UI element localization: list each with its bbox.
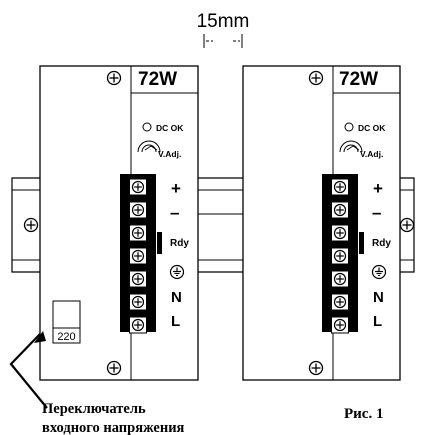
terminal-screw-icon — [330, 224, 350, 242]
rdy-indicator — [359, 232, 364, 254]
terminal-screw-icon — [128, 247, 148, 265]
terminal-label-l: L — [373, 313, 382, 330]
terminal-label-rdy: Rdy — [170, 238, 189, 249]
power-supply-unit-left: 72W DC OK V.Adj. + – Rdy — [39, 65, 199, 381]
switch-caption-line2: входного напряжения — [42, 420, 185, 435]
callout-arrow — [9, 331, 48, 409]
switch-caption-line1: Переключатель — [42, 401, 146, 417]
spacing-label: 15mm — [197, 11, 250, 32]
terminal-screw-icon — [128, 316, 148, 334]
voltage-adjust-knob-icon — [137, 140, 161, 153]
spacing-dimension: 15mm — [197, 11, 250, 48]
mount-screw-icon — [106, 70, 122, 86]
mount-screw-icon — [308, 70, 324, 86]
terminal-screw-icon — [330, 201, 350, 219]
terminal-label-rdy: Rdy — [372, 238, 391, 249]
terminal-label-n: N — [171, 289, 182, 306]
terminal-label-minus: – — [170, 203, 179, 222]
terminal-screw-icon — [330, 316, 350, 334]
terminal-screw-icon — [128, 224, 148, 242]
terminal-label-l: L — [171, 313, 180, 330]
terminal-screw-icon — [330, 178, 350, 196]
mount-screw-icon — [106, 360, 122, 376]
terminal-screw-icon — [128, 293, 148, 311]
rail-screw-icon — [23, 217, 39, 233]
input-voltage-switch[interactable]: 220 — [52, 300, 81, 344]
terminal-label-plus: + — [373, 179, 383, 198]
terminal-screw-icon — [128, 178, 148, 196]
din-rail — [11, 177, 415, 273]
dc-ok-led-icon — [142, 122, 152, 132]
dc-ok-label: DC OK — [358, 123, 386, 133]
power-rating-label: 72W — [138, 69, 177, 90]
ground-icon — [169, 264, 185, 280]
terminal-label-n: N — [373, 289, 384, 306]
ground-icon — [371, 264, 387, 280]
terminal-block — [120, 174, 156, 334]
mount-screw-icon — [308, 360, 324, 376]
terminal-label-minus: – — [372, 203, 381, 222]
figure-label: Рис. 1 — [344, 406, 383, 422]
dc-ok-led-icon — [344, 122, 354, 132]
power-rating-label: 72W — [339, 69, 378, 90]
voltage-adjust-knob-icon — [339, 140, 363, 153]
terminal-label-plus: + — [171, 179, 181, 198]
rdy-indicator — [157, 232, 162, 254]
voltage-adjust-label: V.Adj. — [360, 149, 383, 159]
terminal-screw-icon — [128, 270, 148, 288]
input-voltage-value: 220 — [57, 331, 75, 343]
dc-ok-label: DC OK — [156, 123, 184, 133]
power-supply-unit-right: 72W DC OK V.Adj. + – Rdy — [242, 65, 401, 381]
voltage-adjust-label: V.Adj. — [158, 149, 181, 159]
terminal-screw-icon — [330, 293, 350, 311]
terminal-screw-icon — [330, 247, 350, 265]
terminal-screw-icon — [128, 201, 148, 219]
terminal-screw-icon — [330, 270, 350, 288]
terminal-block — [322, 174, 358, 334]
